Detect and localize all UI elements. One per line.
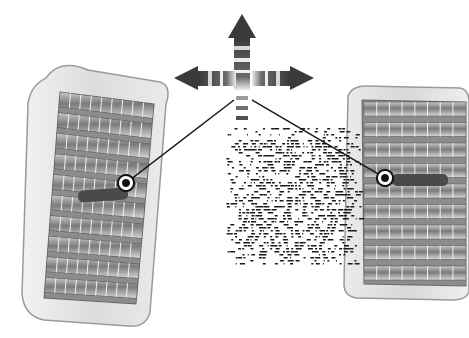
right-vent-adjuster-tab — [392, 174, 448, 186]
left-air-vent — [22, 66, 168, 327]
dot-icon — [118, 175, 134, 191]
dot-icon — [377, 170, 393, 186]
right-air-vent — [344, 86, 469, 300]
arrow-down-stub — [234, 90, 250, 120]
center-dither-area — [226, 128, 364, 265]
arrow-left-icon — [174, 66, 236, 90]
direction-arrows — [174, 14, 314, 120]
arrow-right-icon — [252, 66, 314, 90]
right-vent-louvers — [364, 102, 466, 280]
